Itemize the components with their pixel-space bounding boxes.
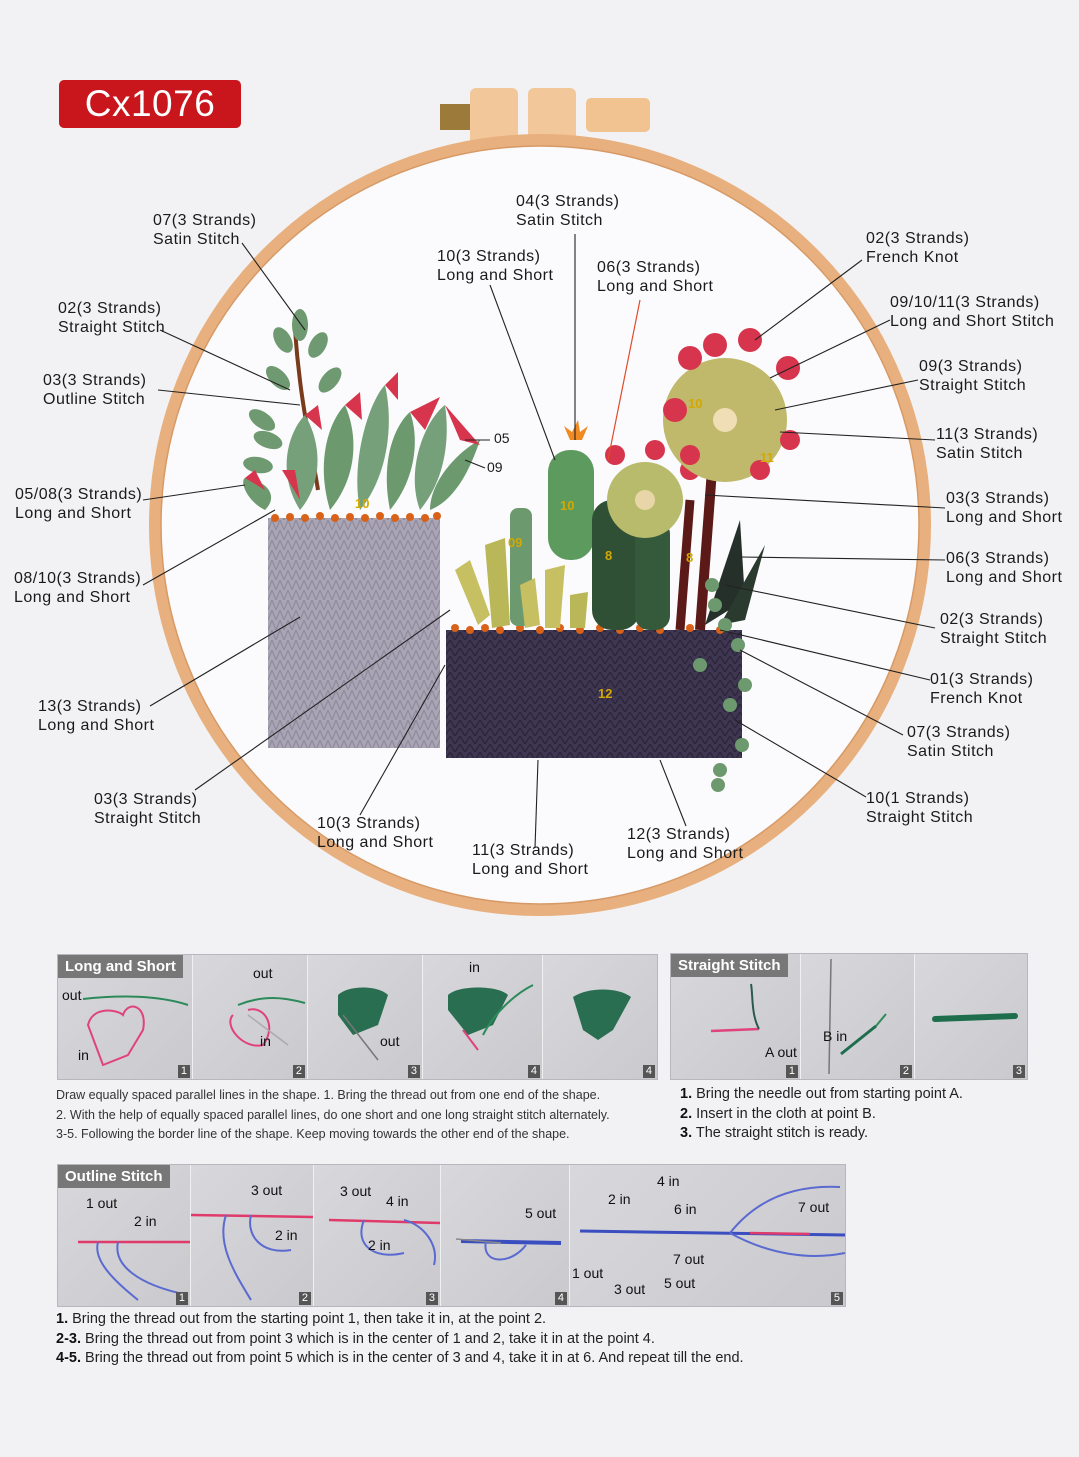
label-10-bottom: 10(3 Strands)Long and Short (317, 815, 434, 851)
label-5-out: 5 out (525, 1205, 557, 1221)
label-b-in: B in (823, 1028, 848, 1044)
label-03-outline: 03(3 Strands)Outline Stitch (43, 372, 147, 408)
straight-step-2: B in 2 (801, 954, 915, 1079)
label-07-satin-right: 07(3 Strands)Satin Stitch (907, 724, 1011, 760)
pattern-code: 10 (355, 496, 370, 511)
long-short-instructions: Draw equally spaced parallel lines in th… (56, 1088, 610, 1141)
label-in: in (469, 959, 480, 975)
label-3-out: 3 out (251, 1182, 283, 1198)
step-number: 4 (642, 1065, 655, 1078)
long-short-step-2: out in 2 (193, 955, 308, 1079)
label-7-out: 7 out (798, 1199, 830, 1215)
pattern-code: 10 (560, 498, 575, 513)
left-pot (268, 518, 440, 748)
label-out: out (253, 965, 273, 981)
step-number: 2 (899, 1065, 912, 1078)
label-in: in (260, 1033, 271, 1049)
label-5-out: 5 out (664, 1275, 696, 1291)
outline-instructions: 1. Bring the thread out from the startin… (56, 1311, 744, 1366)
outline-step-4: 5 out 4 (441, 1165, 570, 1306)
outline-stitch-title: Outline Stitch (58, 1165, 170, 1188)
label-a-out: A out (765, 1044, 797, 1060)
label-05: 05 (494, 430, 510, 446)
left-plant (243, 309, 480, 510)
label-02-straight: 02(3 Strands)Straight Stitch (58, 300, 166, 336)
embroidery-hoop-illustration (142, 88, 946, 916)
leader-lines (142, 234, 946, 849)
label-09-straight: 09(3 Strands)Straight Stitch (919, 358, 1027, 394)
label-02-french: 02(3 Strands)French Knot (866, 230, 970, 266)
label-4-in: 4 in (386, 1193, 409, 1209)
step-number: 1 (177, 1065, 190, 1078)
step-number: 3 (407, 1065, 420, 1078)
label-3-out: 3 out (340, 1183, 372, 1199)
hoop-ring (149, 134, 931, 916)
step-number: 4 (554, 1292, 567, 1305)
outline-step-1: 1 out 2 in 1 (58, 1165, 191, 1306)
label-10-straight: 10(1 Strands)Straight Stitch (866, 790, 974, 826)
step-number: 3 (1012, 1065, 1025, 1078)
label-6-in: 6 in (674, 1201, 697, 1217)
label-09: 09 (487, 459, 503, 475)
pattern-code: 10 (688, 396, 703, 411)
step-number: 5 (830, 1292, 843, 1305)
step-number: 1 (785, 1065, 798, 1078)
label-12-bottom: 12(3 Strands)Long and Short (627, 826, 744, 862)
label-02-straight-right: 02(3 Strands)Straight Stitch (940, 611, 1048, 647)
long-short-title: Long and Short (58, 955, 183, 978)
hoop-screw (440, 88, 650, 148)
label-2-in: 2 in (368, 1237, 391, 1253)
step-number: 3 (425, 1292, 438, 1305)
pattern-code: 09 (508, 535, 523, 550)
label-091011: 09/10/11(3 Strands)Long and Short Stitch (890, 294, 1055, 330)
straight-step-3: 3 (915, 954, 1027, 1079)
pattern-code: 12 (598, 686, 613, 701)
straight-instructions: 1. Bring the needle out from starting po… (680, 1086, 963, 1141)
outline-step-3: 3 out 4 in 2 in 3 (314, 1165, 441, 1306)
pattern-code: 11 (760, 450, 774, 465)
label-out: out (62, 987, 82, 1003)
product-code-badge: Cx1076 (59, 80, 241, 128)
label-1-out: 1 out (86, 1195, 118, 1211)
label-1-out: 1 out (572, 1265, 604, 1281)
right-plants (455, 328, 800, 792)
label-06-top: 06(3 Strands)Long and Short (597, 259, 714, 295)
label-06-long: 06(3 Strands)Long and Short (946, 550, 1063, 586)
long-short-step-3: out 3 (308, 955, 423, 1079)
label-7-out: 7 out (673, 1251, 705, 1267)
right-pot (446, 630, 742, 758)
label-2-in: 2 in (134, 1213, 157, 1229)
label-10-top: 10(3 Strands)Long and Short (437, 248, 554, 284)
label-0508: 05/08(3 Strands)Long and Short (15, 486, 143, 522)
straight-stitch-title: Straight Stitch (671, 954, 788, 977)
label-3-out: 3 out (614, 1281, 646, 1297)
label-2-in: 2 in (275, 1227, 298, 1243)
label-11-satin: 11(3 Strands)Satin Stitch (936, 426, 1039, 462)
label-01-french: 01(3 Strands)French Knot (930, 671, 1034, 707)
label-in: in (78, 1047, 89, 1063)
step-number: 2 (298, 1292, 311, 1305)
pattern-code: 8 (605, 548, 613, 563)
straight-stitch-panel: Straight Stitch A out 1 B in 2 3 (670, 953, 1028, 1080)
step-number: 1 (175, 1292, 188, 1305)
label-4-in: 4 in (657, 1173, 680, 1189)
label-11-bottom: 11(3 Strands)Long and Short (472, 842, 589, 878)
long-short-step-4: in 4 (423, 955, 543, 1079)
long-short-panel: Long and Short out in 1 out in 2 out 3 i… (57, 954, 658, 1080)
label-13: 13(3 Strands)Long and Short (38, 698, 155, 734)
label-07-satin: 07(3 Strands)Satin Stitch (153, 212, 257, 248)
label-0810: 08/10(3 Strands)Long and Short (14, 570, 142, 606)
step-number: 2 (292, 1065, 305, 1078)
label-03-long: 03(3 Strands)Long and Short (946, 490, 1063, 526)
label-03-straight: 03(3 Strands)Straight Stitch (94, 791, 202, 827)
pattern-code: 8 (686, 550, 694, 565)
outline-step-2: 3 out 2 in 2 (191, 1165, 314, 1306)
outline-stitch-panel: Outline Stitch 1 out 2 in 1 3 out 2 in 2… (57, 1164, 846, 1307)
label-2-in: 2 in (608, 1191, 631, 1207)
label-04-satin: 04(3 Strands)Satin Stitch (516, 193, 620, 229)
step-number: 4 (527, 1065, 540, 1078)
label-out: out (380, 1033, 400, 1049)
outline-step-5: 4 in 2 in 6 in 7 out 1 out 3 out 5 out 7… (570, 1165, 845, 1306)
long-short-step-5: 4 (543, 955, 657, 1079)
